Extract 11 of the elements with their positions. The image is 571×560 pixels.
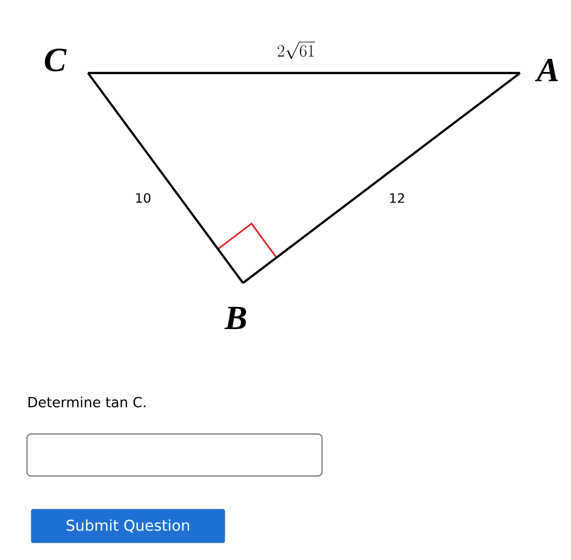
triangle-side bbox=[242, 72, 521, 284]
edge-label: 12 bbox=[388, 192, 406, 204]
vertex-label: B bbox=[224, 306, 246, 330]
vertex-label: A bbox=[534, 58, 558, 82]
vertex-label: C bbox=[44, 48, 67, 72]
submit-button: Submit Question bbox=[30, 508, 226, 544]
triangle-side bbox=[88, 72, 520, 74]
edge-label: 10 bbox=[134, 192, 152, 204]
triangle-side bbox=[87, 72, 244, 284]
question-text: Determine tan C. bbox=[28, 396, 146, 408]
edge-label: $2\sqrt{61}$ bbox=[276, 40, 316, 60]
